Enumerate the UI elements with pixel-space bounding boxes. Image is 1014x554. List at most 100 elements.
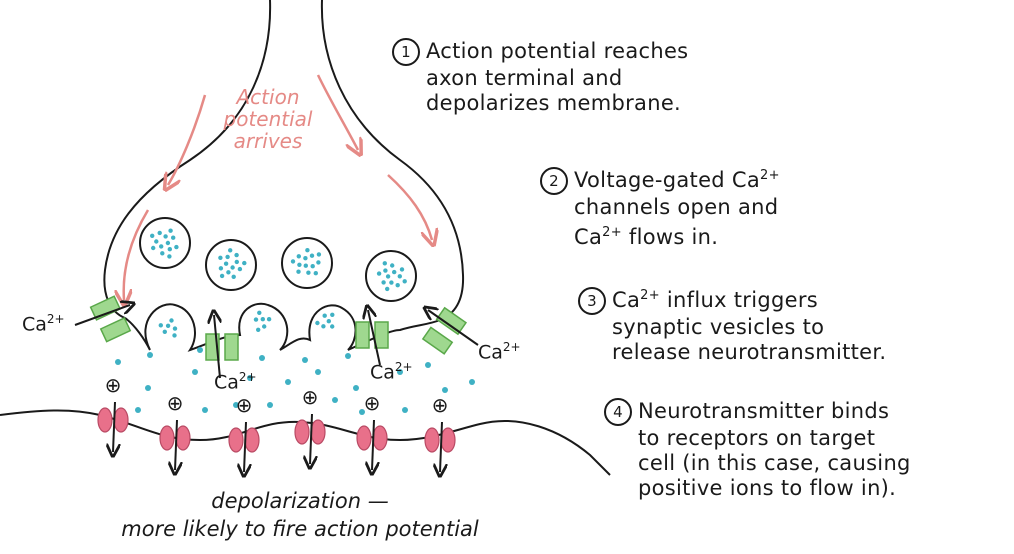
receptor-subunit: [113, 407, 129, 433]
neurotransmitter-dot: [306, 270, 311, 275]
neurotransmitter-dot: [389, 280, 394, 285]
calcium-channels: [89, 295, 468, 361]
neurotransmitter-dot: [469, 379, 475, 385]
step-number: 4: [604, 398, 632, 426]
neurotransmitter-dot: [397, 369, 403, 375]
neurotransmitter-dot: [256, 327, 261, 332]
neurotransmitter-dot: [321, 324, 326, 329]
receptors: ⊕ ⊕ ⊕ ⊕ ⊕ ⊕: [97, 373, 456, 472]
neurotransmitter-dot: [135, 407, 141, 413]
step-number: 1: [392, 38, 420, 66]
step-text: Neurotransmitter binds: [638, 399, 890, 423]
label-line: potential: [223, 107, 313, 131]
neurotransmitter-dot: [234, 252, 239, 258]
ion-name: Ca: [214, 371, 239, 394]
step-text: positive ions to flow in).: [638, 476, 897, 500]
neurotransmitter-dot: [174, 244, 179, 250]
receptor-subunit: [159, 425, 175, 451]
step-text: channels open and: [574, 195, 779, 219]
action-potential-arrow: [124, 209, 150, 300]
neurotransmitter-dot: [385, 286, 390, 292]
calcium-influx-arrows: [74, 305, 479, 379]
neurotransmitter-dot: [197, 347, 203, 353]
neurotransmitter-dot: [150, 233, 155, 238]
neurotransmitter-dot: [218, 255, 223, 260]
neurotransmitter-dot: [395, 283, 400, 288]
ion-charge: 2+: [502, 340, 521, 354]
neurotransmitter-dot: [385, 274, 391, 279]
neurotransmitter-dot: [233, 402, 239, 408]
ion-name: Ca: [22, 313, 47, 336]
calcium-label: Ca2+: [478, 340, 521, 363]
action-potential-arrow: [168, 94, 207, 185]
calcium-arrow: [74, 305, 130, 326]
step-text: synaptic vesicles to: [612, 315, 825, 339]
neurotransmitter-dot: [285, 379, 291, 385]
calcium-label: Ca2+: [22, 312, 65, 335]
step-text: cell (in this case, causing: [638, 451, 911, 475]
positive-ion-sign: ⊕: [167, 391, 184, 415]
neurotransmitter-dot: [305, 248, 310, 253]
depolarization-caption: depolarization — more likely to fire act…: [60, 487, 540, 543]
step-text: influx triggers: [666, 288, 819, 312]
neurotransmitter-dot: [231, 274, 236, 279]
calcium-label: Ca2+: [214, 370, 257, 393]
receptor-subunit: [294, 419, 310, 445]
calcium-label: Ca2+: [370, 360, 413, 383]
calcium-channel: [421, 306, 468, 355]
neurotransmitter-dot: [326, 319, 331, 324]
receptor: ⊕: [159, 391, 191, 470]
receptor-subunit: [372, 425, 388, 451]
neurotransmitter-dot: [167, 247, 172, 252]
positive-ion-sign: ⊕: [105, 373, 122, 397]
neurotransmitter-dot: [218, 266, 224, 271]
neurotransmitter-dot: [247, 375, 253, 381]
neurotransmitter-dot: [267, 402, 273, 408]
neurotransmitter-dot: [260, 317, 265, 322]
positive-ion-sign: ⊕: [432, 393, 449, 417]
neurotransmitter-dot: [228, 248, 233, 253]
neurotransmitter-dot: [158, 323, 163, 328]
neurotransmitter-dot: [169, 318, 174, 323]
neurotransmitter-dot: [316, 252, 322, 257]
ion-flow-arrow: [244, 421, 246, 472]
receptor-subunit: [440, 427, 456, 453]
neurotransmitter-dot: [402, 279, 407, 284]
neurotransmitter-dot: [234, 259, 239, 265]
receptor: ⊕: [228, 393, 260, 472]
neurotransmitter-dot: [397, 274, 402, 279]
synaptic-vesicles: [139, 217, 417, 338]
neurotransmitter-dot: [223, 261, 229, 266]
neurotransmitter-dot: [259, 355, 265, 361]
vesicle: [139, 217, 191, 269]
neurotransmitter-dot: [290, 259, 296, 264]
neurotransmitter-dot: [315, 369, 321, 375]
label-line: arrives: [233, 129, 303, 153]
neurotransmitter-dot: [151, 245, 156, 251]
axon-terminal-bottom-membrane: [124, 302, 441, 352]
neurotransmitter-dot: [242, 260, 247, 266]
neurotransmitter-dot: [442, 387, 448, 393]
step-text: Ca2+ flows in.: [574, 225, 719, 249]
receptor: ⊕: [356, 391, 388, 470]
neurotransmitter-dot: [303, 263, 308, 268]
ion-flow-arrow: [310, 413, 312, 464]
ion-charge: 2+: [46, 312, 65, 326]
receptor-subunit: [97, 407, 113, 433]
receptor-subunit: [175, 425, 191, 451]
receptor-subunit: [244, 427, 260, 453]
neurotransmitter-dot: [309, 253, 315, 258]
receptor: ⊕: [294, 385, 326, 464]
neurotransmitter-dot: [353, 385, 359, 391]
neurotransmitter-dot: [382, 261, 387, 266]
neurotransmitter-dot: [202, 407, 208, 413]
neurotransmitter-dot: [160, 251, 165, 256]
neurotransmitter-dot: [157, 230, 162, 236]
neurotransmitter-dot: [163, 234, 168, 239]
receptor: ⊕: [424, 393, 456, 472]
neurotransmitter-dot: [230, 265, 235, 270]
ion-flow-arrow: [372, 419, 374, 470]
calcium-arrow: [214, 315, 220, 379]
